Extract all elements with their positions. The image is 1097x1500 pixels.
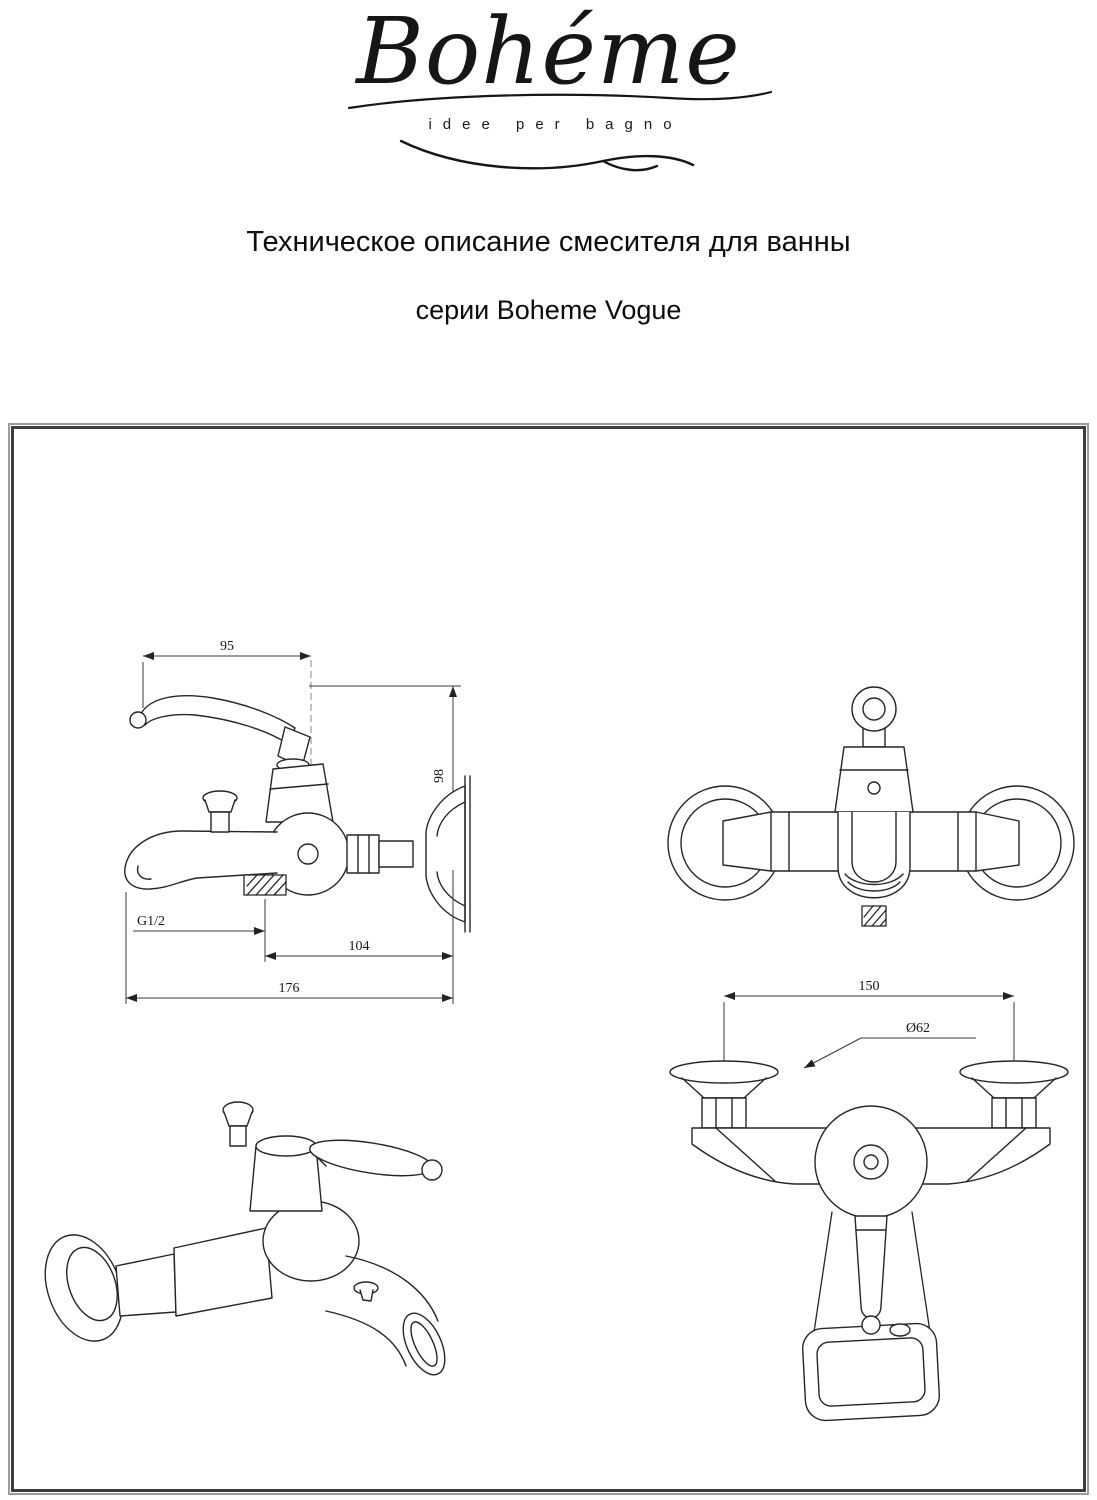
persp-diverter-knob-icon	[222, 1101, 254, 1147]
front-outlet-thread	[861, 905, 887, 927]
drawing-frame: 95 98	[8, 423, 1089, 1495]
side-lever-handle-icon	[129, 695, 311, 772]
persp-spout-knob-icon	[353, 1281, 379, 1302]
side-thread-label: G1/2	[137, 914, 165, 929]
br-dim-62: Ø62	[906, 1021, 930, 1036]
logo-swirl	[399, 139, 694, 172]
front-spout	[837, 811, 911, 899]
side-aerator-thread	[243, 874, 287, 896]
br-lever-handle-icon	[854, 1215, 888, 1335]
side-wall-flange	[346, 775, 471, 933]
front-view-drawing	[667, 686, 1075, 927]
side-dim-95-lines	[142, 652, 311, 708]
side-diverter-knob-icon	[202, 790, 238, 833]
doc-title-line2: серии Boheme Vogue	[415, 295, 682, 325]
br-right-flange	[959, 1060, 1069, 1129]
side-dim-176-lines	[125, 870, 454, 1004]
br-dim-150: 150	[859, 979, 880, 994]
logo-flourish	[347, 90, 772, 109]
side-spout	[124, 830, 278, 890]
side-dim-95: 95	[220, 639, 234, 654]
brand-logo: Bohéme idee per bagno	[0, 4, 1097, 179]
br-left-flange	[669, 1060, 779, 1129]
br-dim-150-lines	[723, 992, 1015, 1066]
br-spout-mouth	[802, 1322, 940, 1422]
front-cartridge	[834, 746, 914, 813]
perspective-view-drawing	[44, 1101, 446, 1376]
br-dim-62-leader	[803, 1037, 976, 1069]
side-dim-176: 176	[279, 981, 300, 996]
side-thread-leader	[133, 899, 266, 962]
side-view-drawing: 95 98	[124, 639, 471, 1004]
side-dim-98: 98	[432, 769, 447, 783]
doc-title-line1: Техническое описание смесителя для ванны	[246, 226, 851, 258]
br-handle-hub	[814, 1105, 928, 1219]
front-handle-ring-icon	[851, 686, 897, 748]
brand-tagline: idee per bagno	[428, 115, 683, 133]
side-cartridge	[265, 763, 334, 823]
bottom-front-view-drawing: 150 Ø62	[669, 979, 1069, 1422]
persp-body	[115, 1200, 360, 1317]
br-diverter-knob-icon	[889, 1323, 911, 1337]
persp-spout	[325, 1255, 446, 1376]
brand-logo-text: Bohéme	[356, 0, 741, 105]
persp-cartridge	[249, 1135, 323, 1212]
persp-lever-handle-icon	[309, 1139, 443, 1181]
br-spout-body	[813, 1211, 931, 1333]
document-titles: Техническое описание смесителя для ванны…	[0, 226, 1097, 326]
side-dim-104: 104	[349, 939, 370, 954]
persp-wall-flange	[44, 1234, 124, 1342]
